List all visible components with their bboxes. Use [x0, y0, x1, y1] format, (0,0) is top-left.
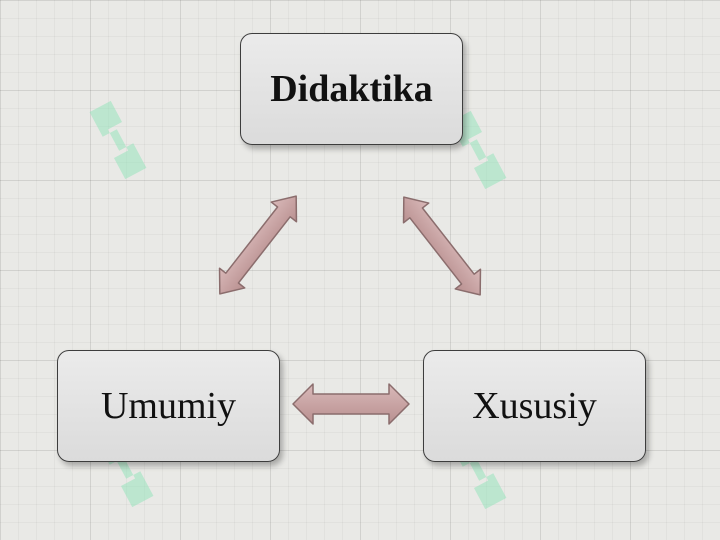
node-umumiy: Umumiy: [57, 350, 280, 462]
arrow-top-left: [218, 195, 298, 295]
watermark-logo-icon: [449, 110, 507, 190]
node-xususiy: Xususiy: [423, 350, 646, 462]
node-didaktika: Didaktika: [240, 33, 463, 145]
node-label-right: Xususiy: [472, 385, 597, 427]
node-label-left: Umumiy: [100, 385, 237, 427]
arrow-left-right: [292, 383, 410, 425]
node-label-top: Didaktika: [270, 68, 433, 110]
watermark-logo-icon: [89, 100, 147, 180]
arrow-top-right: [402, 196, 482, 296]
